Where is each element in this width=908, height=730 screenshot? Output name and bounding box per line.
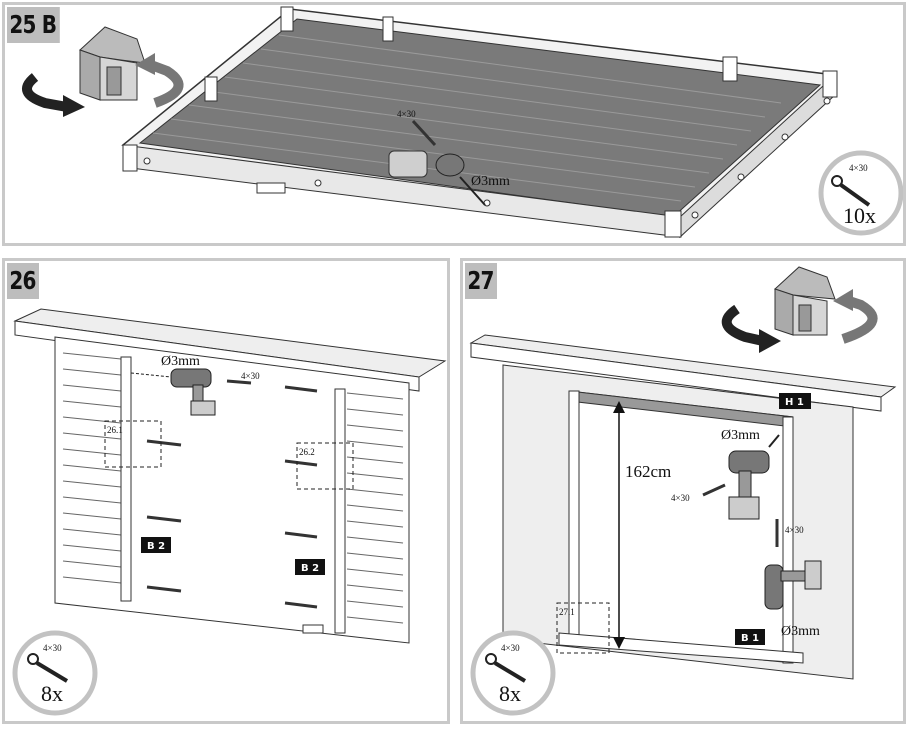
screw-count-badge: 4×30 8x	[470, 630, 556, 716]
screw-icon	[411, 119, 437, 147]
step-number: 27	[465, 263, 497, 299]
shed-icon	[79, 26, 146, 101]
part-label: B 2	[147, 541, 165, 552]
part-badge-left: B 2	[141, 537, 171, 553]
screw-icon-group	[146, 379, 318, 609]
door-wall-illustration: 162cm H 1 Ø3mm 4×30 4×30 Ø3mm B 1 27.1	[469, 266, 897, 716]
wall-panel	[13, 308, 447, 644]
detail-label: 26.1	[107, 425, 123, 435]
detail-callout-left: 26.1	[104, 420, 162, 468]
step-25b-panel: 25 B	[2, 2, 906, 246]
screw-icon	[831, 175, 871, 207]
wall-panel-illustration: Ø3mm 4×30 26.1 26.2 B 2 B 2 4×30 8x	[12, 308, 447, 716]
badge-screw-spec: 4×30	[849, 163, 868, 173]
step-number: 26	[7, 263, 39, 299]
screw-icon	[702, 483, 726, 497]
drill-icon	[388, 150, 486, 206]
part-label: B 1	[741, 633, 759, 644]
shed-icon	[774, 266, 836, 336]
rotate-left-arrow-icon	[721, 304, 781, 353]
badge-count: 10x	[843, 203, 876, 228]
part-badge-right: B 2	[295, 559, 325, 575]
screw-count-badge: 4×30 8x	[12, 630, 98, 716]
door-wall	[469, 334, 897, 680]
badge-screw-spec: 4×30	[501, 643, 520, 653]
drill-bit-label-bottom: Ø3mm	[781, 624, 820, 639]
rotate-right-arrow-icon	[135, 53, 184, 108]
detail-callout: 27.1	[556, 602, 610, 654]
step-27-panel: 27 162cm	[460, 258, 906, 724]
rotate-right-arrow-icon	[833, 289, 878, 344]
badge-count: 8x	[41, 681, 63, 706]
screw-icon	[485, 653, 527, 683]
part-badge-bottom: B 1	[735, 629, 765, 645]
part-label: B 2	[301, 563, 319, 574]
detail-label: 27.1	[559, 607, 575, 617]
drill-icon	[728, 434, 780, 520]
drill-bit-label: Ø3mm	[471, 174, 510, 189]
screw-spec-label: 4×30	[397, 109, 416, 119]
height-dimension: 162cm	[625, 462, 671, 481]
step-number: 25 B	[7, 7, 60, 43]
screw-icon	[27, 653, 69, 683]
floor-deck-illustration: 4×30 Ø3mm 4×30 10x	[22, 6, 903, 239]
screw-spec-label-left: 4×30	[671, 493, 690, 503]
rotate-left-arrow-icon	[22, 73, 85, 117]
drill-bit-label: Ø3mm	[161, 354, 200, 369]
badge-count: 8x	[499, 681, 521, 706]
detail-label: 26.2	[299, 447, 315, 457]
drill-icon	[130, 368, 216, 416]
part-badge-top: H 1	[779, 393, 811, 409]
badge-screw-spec: 4×30	[43, 643, 62, 653]
drill-bit-label-top: Ø3mm	[721, 428, 760, 443]
screw-spec-label: 4×30	[241, 371, 260, 381]
screw-spec-label-right: 4×30	[785, 525, 804, 535]
screw-count-badge: 4×30 10x	[818, 150, 903, 236]
detail-callout-right: 26.2	[296, 442, 354, 490]
floor-deck	[121, 6, 838, 239]
drill-icon	[764, 560, 822, 610]
part-label: H 1	[785, 397, 804, 408]
step-26-panel: 26	[2, 258, 450, 724]
